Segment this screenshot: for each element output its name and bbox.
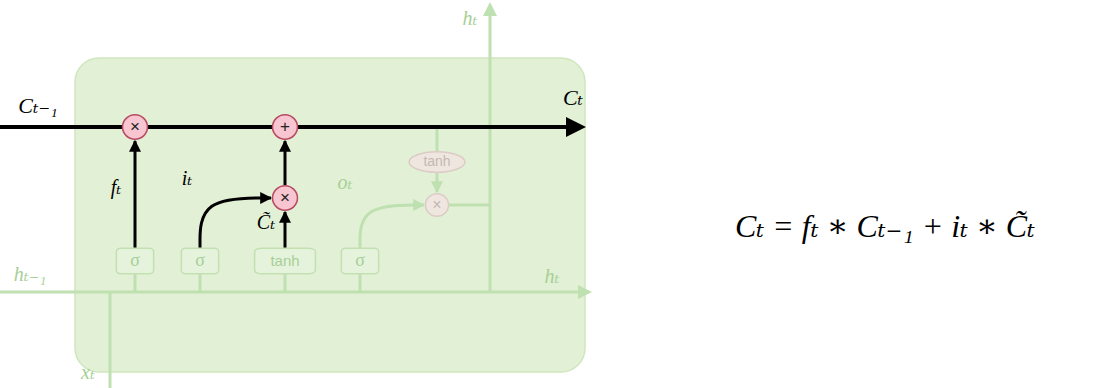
tanh-op: tanh xyxy=(408,151,466,173)
signal-connector xyxy=(284,212,287,248)
signal-connector xyxy=(284,141,287,185)
node-shape xyxy=(409,152,465,173)
output-wire xyxy=(449,204,490,207)
gate-signal-label: iₜ xyxy=(182,167,193,190)
arrowhead xyxy=(578,285,592,299)
sigmoid-layer: σ xyxy=(116,248,154,274)
node-shape xyxy=(116,248,153,273)
cell-state-line xyxy=(298,125,568,129)
hidden-state-label: hₜ xyxy=(545,265,560,288)
cell-body xyxy=(75,58,585,372)
node-shape xyxy=(123,115,148,139)
pointwise-multiply: × xyxy=(425,193,449,217)
sigmoid-layer: σ xyxy=(341,248,379,274)
gate-signal-label: oₜ xyxy=(338,171,353,194)
node-shape xyxy=(181,248,218,273)
node-shape xyxy=(425,194,448,217)
node-shape xyxy=(273,186,298,210)
hidden-state-label: hₜ xyxy=(463,7,478,30)
pointwise-multiply: × xyxy=(272,185,298,211)
sigmoid-layer: σ xyxy=(181,248,219,274)
signal-connector xyxy=(134,141,137,248)
node-text: σ xyxy=(130,251,140,271)
cell-update-equation: Cₜ = fₜ ∗ Cₜ₋₁ + iₜ ∗ C̃ₜ xyxy=(735,208,1035,245)
signal-connector xyxy=(360,205,424,248)
node-text: × xyxy=(432,196,441,214)
gate-signal-label: fₜ xyxy=(111,176,122,199)
output-wire xyxy=(489,14,492,292)
arrowhead xyxy=(483,2,497,16)
node-text: × xyxy=(130,118,140,137)
gate-feed-wire xyxy=(199,274,202,292)
node-shape xyxy=(255,248,316,273)
hidden-input-wire xyxy=(0,291,580,294)
tanh-layer: tanh xyxy=(254,248,316,274)
node-text: σ xyxy=(355,251,365,271)
gate-feed-wire xyxy=(284,274,287,292)
node-text: × xyxy=(280,189,290,208)
node-text: tanh xyxy=(423,154,450,169)
node-shape xyxy=(273,115,298,139)
node-shape xyxy=(341,248,378,273)
signal-connector xyxy=(148,125,272,129)
hidden-state-label: hₜ₋₁ xyxy=(14,263,46,286)
node-text: σ xyxy=(195,251,205,271)
arrowhead xyxy=(566,117,586,137)
input-wire xyxy=(109,292,112,388)
signal-connector xyxy=(436,173,439,192)
cell-state-label: Cₜ xyxy=(563,85,583,110)
node-text: + xyxy=(280,118,290,137)
pointwise-add: + xyxy=(272,114,298,140)
cell-tap-wire xyxy=(436,127,439,151)
gate-feed-wire xyxy=(134,274,137,292)
pointwise-multiply: × xyxy=(122,114,148,140)
gate-signal-label: C̃ₜ xyxy=(257,211,275,234)
input-label: xₜ xyxy=(81,361,95,384)
node-text: tanh xyxy=(270,253,299,270)
cell-state-label: Cₜ₋₁ xyxy=(18,93,57,118)
gate-feed-wire xyxy=(359,274,362,292)
cell-state-line xyxy=(0,125,122,129)
